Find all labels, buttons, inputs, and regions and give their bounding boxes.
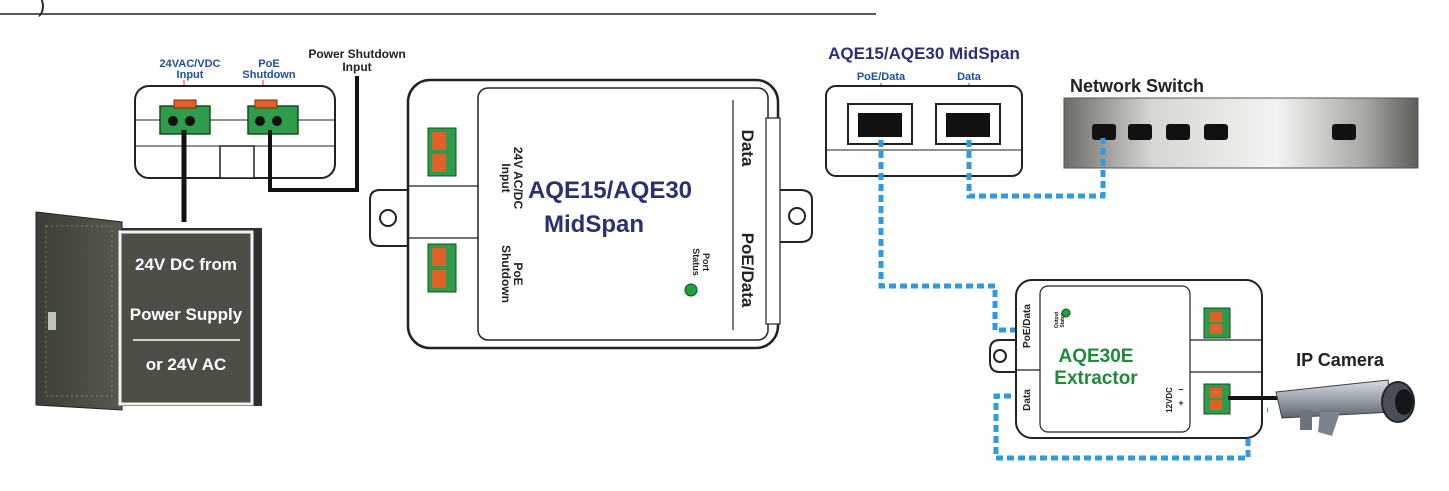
top-partial-label: ) [38,0,45,17]
cabinet-line1: 24V DC from [135,255,237,274]
extractor-label-data: Data [1022,389,1033,411]
extractor-label-poe-data: PoE/Data [1022,304,1033,348]
midspan-poe-shutdown-terminal [427,243,457,293]
extractor-status-line1: Output [1054,311,1060,328]
midspan-label-24v-line1: 24V AC/DC [511,147,525,210]
power-supply-cabinet: 24V DC from Power Supply or 24V AC [35,211,262,411]
label-poe-line2: Shutdown [242,69,295,81]
label-poe-line1: PoE [258,58,279,70]
midspan-title-line1: AQE15/AQE30 [528,177,692,204]
network-switch: Network Switch [1063,76,1419,169]
cable-data-to-switch [966,138,1106,199]
label-24v-line2: Input [177,69,204,81]
midspan-main-unit: 24V AC/DC Input PoE Shutdown Data PoE/Da… [369,78,813,350]
midspan-port-view: AQE15/AQE30 MidSpan PoE/Data Data [825,44,1023,177]
extractor-minus: – [1178,384,1183,394]
extractor-terminal-top [1203,307,1231,339]
midspan-label-poe-data: PoE/Data [738,233,757,308]
terminal-24v-connector [159,105,211,135]
extractor-power-label: 12VDC [1165,387,1174,413]
midspan-label-poe-line1: PoE [511,262,525,285]
midspan-label-24v-line2: Input [499,163,513,192]
midspan-label-data: Data [738,130,757,167]
midspan-title-line2: MidSpan [544,211,644,238]
cabinet-panel [118,230,254,406]
label-24v-line1: 24VAC/VDC [160,58,221,70]
label-power-shutdown-line2: Input [342,60,371,74]
midspan-24v-terminal [427,127,457,177]
terminal-block: 24VAC/VDC Input PoE Shutdown Power Shutd… [134,47,406,222]
extractor-terminal-bottom [1203,383,1231,415]
ip-camera-title: IP Camera [1296,350,1385,370]
network-switch-body [1063,97,1419,169]
extractor-status-led [1061,308,1071,318]
cabinet-line3: or 24V AC [146,355,227,374]
network-switch-title: Network Switch [1070,76,1204,96]
extractor-plus: + [1178,398,1183,408]
cabinet-door [35,211,123,411]
extractor-unit: PoE/Data Data Output Status AQE30E Extra… [989,279,1290,439]
midspan-ports-title: AQE15/AQE30 MidSpan [828,44,1020,63]
midspan-label-poe-line2: Shutdown [499,245,513,303]
midspan-port-status-line2: Status [691,248,701,276]
extractor-title-line1: AQE30E [1059,346,1134,367]
midspan-port-status-led [684,283,698,297]
label-power-shutdown-line1: Power Shutdown [308,47,405,61]
switch-ports [1092,124,1356,140]
power-shutdown-wire [268,76,359,192]
midspan-port-status-line1: Port [701,253,711,271]
extractor-title-line2: Extractor [1054,368,1138,389]
cable-poe-to-extractor [878,140,1020,333]
ip-camera: IP Camera [1275,350,1415,436]
extractor-status-line2: Status [1060,312,1066,328]
cabinet-line2: Power Supply [130,305,243,324]
midspan-port-label-data: Data [957,71,982,83]
midspan-port-label-poe-data: PoE/Data [857,71,906,83]
